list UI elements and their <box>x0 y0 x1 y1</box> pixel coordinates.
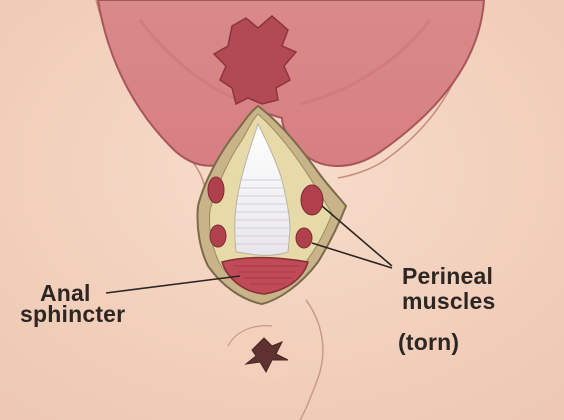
anal-sphincter-label-line2: sphincter <box>20 303 125 325</box>
perineal-muscles-label-line3: (torn) <box>398 331 459 353</box>
perineal-muscles-label-line1: Perineal <box>402 265 493 287</box>
perineal-muscles-label-line2: muscles <box>402 290 495 312</box>
